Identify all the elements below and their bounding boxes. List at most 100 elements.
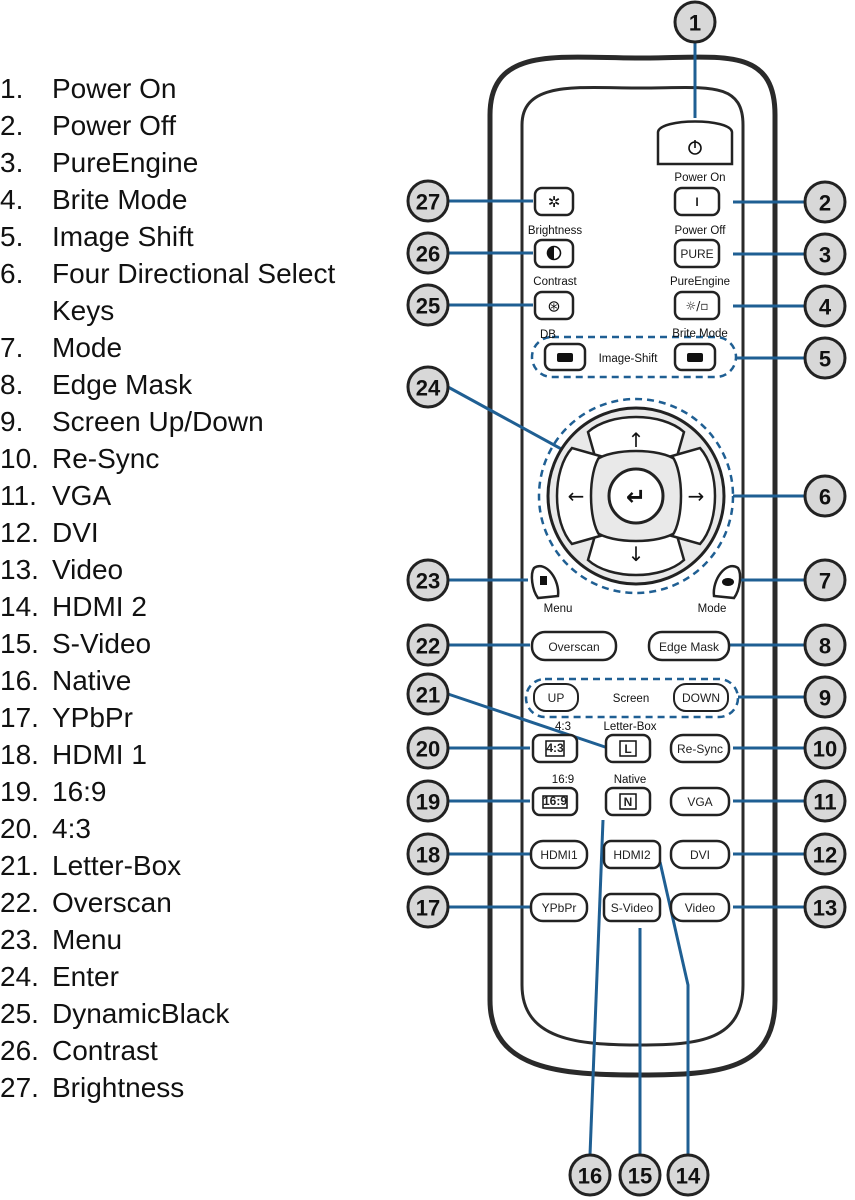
s-video-button[interactable]: S-Video xyxy=(602,892,662,923)
legend-label: DynamicBlack xyxy=(52,998,230,1029)
re-sync-button[interactable]: Re-Sync xyxy=(669,733,731,764)
callout-22: 22 xyxy=(406,623,450,667)
brightness-button[interactable]: ✲ xyxy=(533,186,575,217)
legend-label: 16:9 xyxy=(52,776,107,807)
legend-number: 14. xyxy=(0,591,39,622)
hdmi1-button[interactable]: HDMI1 xyxy=(529,839,589,870)
legend-label: Edge Mask xyxy=(52,369,193,400)
legend-label: Contrast xyxy=(52,1035,158,1066)
contrast-button[interactable] xyxy=(533,238,575,269)
legend-label: Image Shift xyxy=(52,221,194,252)
legend-label: Overscan xyxy=(52,887,172,918)
legend-label: HDMI 1 xyxy=(52,739,147,770)
arrow-up-button[interactable]: ↑ xyxy=(586,415,686,463)
svg-text:16: 16 xyxy=(578,1164,602,1189)
legend-label: DVI xyxy=(52,517,99,548)
image-shift-left-button[interactable] xyxy=(543,342,587,372)
ypbpr-button[interactable]: YPbPr xyxy=(529,892,589,923)
pure-engine-button[interactable]: PURE xyxy=(673,238,721,269)
legend-number: 16. xyxy=(0,665,39,696)
caption-image-shift: Image-Shift xyxy=(599,353,659,365)
dynamic-black-button[interactable]: ⊛ xyxy=(533,290,575,321)
svg-text:24: 24 xyxy=(416,376,441,401)
svg-text:17: 17 xyxy=(416,896,440,921)
image-shift-group xyxy=(530,335,738,379)
legend-number: 1. xyxy=(0,73,24,104)
legend-number: 23. xyxy=(0,924,39,955)
menu-button[interactable] xyxy=(530,565,560,600)
legend-number: 4. xyxy=(0,184,24,215)
arrow-down-button[interactable]: ↓ xyxy=(586,529,686,577)
callout-line-14 xyxy=(658,861,690,1155)
power-on-button[interactable] xyxy=(656,120,734,166)
callout-25: 25 xyxy=(406,283,450,327)
brite-mode-button[interactable]: ☼/▫ xyxy=(673,290,721,321)
legend-item: 5.Image Shift xyxy=(0,218,380,255)
caption-pure-engine: PureEngine xyxy=(670,276,730,288)
caption-menu: Menu xyxy=(544,603,573,615)
legend-label: HDMI 2 xyxy=(52,591,147,622)
callout-24: 24 xyxy=(406,365,450,409)
legend-label: PureEngine xyxy=(52,147,199,178)
legend-label: Mode xyxy=(52,332,123,363)
arrow-right-button[interactable]: → xyxy=(669,446,717,546)
callout-11: 11 xyxy=(803,779,847,823)
legend-item: 13.Video xyxy=(0,551,380,588)
callout-4: 4 xyxy=(803,284,847,328)
overscan-button[interactable]: Overscan xyxy=(530,630,618,662)
svg-text:3: 3 xyxy=(819,243,831,268)
svg-text:HDMI2: HDMI2 xyxy=(613,848,651,862)
callout-lines xyxy=(447,40,805,1156)
arrow-down-icon: ↓ xyxy=(628,542,645,566)
svg-text:22: 22 xyxy=(416,634,440,659)
legend-number: 13. xyxy=(0,554,39,585)
legend-number: 11. xyxy=(0,480,37,511)
svg-text:25: 25 xyxy=(416,294,440,319)
screen-up-button[interactable]: UP xyxy=(533,683,579,712)
legend-item: 23. Menu xyxy=(0,921,380,958)
letter-box-button[interactable]: L xyxy=(604,733,652,764)
edge-mask-button[interactable]: Edge Mask xyxy=(647,630,731,662)
arrow-up-icon: ↑ xyxy=(628,428,645,452)
legend-number: 9. xyxy=(0,406,24,437)
legend-label: Power On xyxy=(52,73,177,104)
svg-text:15: 15 xyxy=(628,1164,652,1189)
screen-down-button[interactable]: DOWN xyxy=(673,683,729,712)
callout-line-21 xyxy=(447,692,609,750)
legend-label: Four Directional Select Keys xyxy=(52,258,336,326)
legend-label: Menu xyxy=(52,924,123,955)
callout-26: 26 xyxy=(406,231,450,275)
lamp-icon: ☼/▫ xyxy=(686,299,709,313)
svg-text:L: L xyxy=(624,742,631,756)
legend-item: 16.Native xyxy=(0,662,380,699)
native-button[interactable]: N xyxy=(604,786,652,817)
aperture-icon: ⊛ xyxy=(547,297,560,316)
dvi-button[interactable]: DVI xyxy=(669,839,731,870)
svg-text:Overscan: Overscan xyxy=(548,640,599,654)
enter-button[interactable]: ↵ xyxy=(607,467,665,525)
hdmi2-button[interactable]: HDMI2 xyxy=(602,839,662,870)
callout-17: 17 xyxy=(406,885,450,929)
legend-number: 26. xyxy=(0,1035,39,1066)
callout-19: 19 xyxy=(406,779,450,823)
enter-icon: ↵ xyxy=(626,483,646,511)
legend-label: Letter-Box xyxy=(52,850,182,881)
aspect-16-9-button[interactable]: 16:9 xyxy=(531,786,579,817)
legend-item: 1. Power On xyxy=(0,70,380,107)
image-shift-right-button[interactable] xyxy=(673,342,717,372)
svg-text:Re-Sync: Re-Sync xyxy=(677,742,723,756)
legend-item: 17.YPbPr xyxy=(0,699,380,736)
legend-item: 27.Brightness xyxy=(0,1069,380,1106)
svg-text:YPbPr: YPbPr xyxy=(542,901,577,915)
legend-item: 24.Enter xyxy=(0,958,380,995)
legend-number: 12. xyxy=(0,517,39,548)
arrow-left-button[interactable]: ← xyxy=(555,446,603,546)
mode-button[interactable] xyxy=(712,565,742,600)
legend-item: 15.S-Video xyxy=(0,625,380,662)
vga-button[interactable]: VGA xyxy=(669,786,731,817)
svg-text:9: 9 xyxy=(819,686,831,711)
power-off-button[interactable]: I xyxy=(673,186,721,217)
callout-3: 3 xyxy=(803,232,847,276)
aspect-4-3-button[interactable]: 4:3 xyxy=(531,733,579,764)
video-button[interactable]: Video xyxy=(669,892,731,923)
